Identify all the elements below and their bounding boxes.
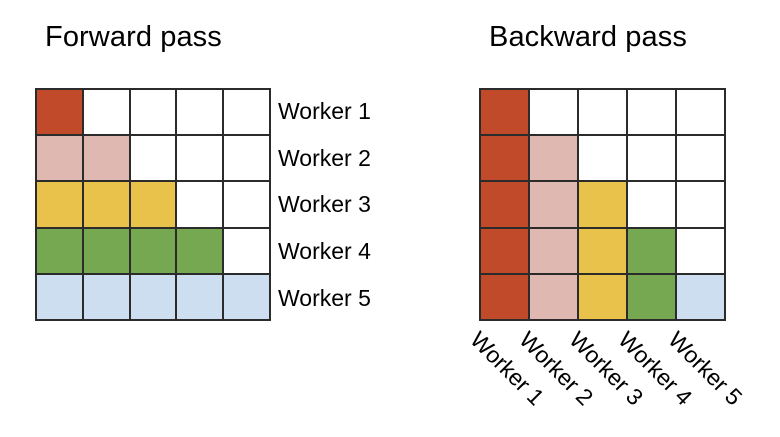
grid-cell <box>481 90 528 135</box>
grid-cell <box>177 274 223 319</box>
grid-cell <box>628 90 675 135</box>
grid-cell <box>579 136 626 181</box>
grid-cell <box>130 136 176 181</box>
grid-cell <box>83 274 129 319</box>
grid-cell <box>677 136 724 181</box>
grid-cell <box>530 228 577 273</box>
row-label-worker-3: Worker 3 <box>278 191 371 218</box>
grid-cell <box>177 90 223 135</box>
grid-cell <box>83 228 129 273</box>
grid-cell <box>530 136 577 181</box>
grid-cell <box>677 90 724 135</box>
row-label-worker-4: Worker 4 <box>278 238 371 265</box>
grid-cell <box>130 228 176 273</box>
grid-cell <box>130 274 176 319</box>
grid-cell <box>37 182 82 227</box>
row-label-worker-1: Worker 1 <box>278 98 371 125</box>
grid-cell <box>530 90 577 135</box>
grid-cell <box>530 274 577 319</box>
grid-cell <box>37 90 82 135</box>
grid-cell <box>481 182 528 227</box>
grid-cell <box>481 228 528 273</box>
grid-cell <box>677 274 724 319</box>
grid-cell <box>177 182 223 227</box>
backward-pass-title: Backward pass <box>489 21 687 53</box>
grid-cell <box>37 228 82 273</box>
backward-pass-grid <box>479 88 726 321</box>
grid-cell <box>83 182 129 227</box>
grid-cell <box>83 136 129 181</box>
grid-cell <box>628 136 675 181</box>
grid-cell <box>224 90 269 135</box>
grid-cell <box>579 182 626 227</box>
forward-pass-title: Forward pass <box>45 21 222 53</box>
grid-cell <box>628 182 675 227</box>
row-label-worker-2: Worker 2 <box>278 144 371 171</box>
grid-cell <box>579 90 626 135</box>
grid-cell <box>481 136 528 181</box>
grid-cell <box>177 228 223 273</box>
forward-pass-grid <box>35 88 271 321</box>
row-label-worker-5: Worker 5 <box>278 284 371 311</box>
grid-cell <box>130 182 176 227</box>
forward-pass-row-labels: Worker 1 Worker 2 Worker 3 Worker 4 Worker 5 <box>278 88 371 321</box>
grid-cell <box>224 136 269 181</box>
grid-cell <box>224 228 269 273</box>
grid-cell <box>83 90 129 135</box>
grid-cell <box>677 182 724 227</box>
grid-cell <box>530 182 577 227</box>
grid-cell <box>628 274 675 319</box>
grid-cell <box>579 274 626 319</box>
grid-cell <box>579 228 626 273</box>
grid-cell <box>628 228 675 273</box>
grid-cell <box>224 182 269 227</box>
grid-cell <box>37 274 82 319</box>
grid-cell <box>677 228 724 273</box>
grid-cell <box>37 136 82 181</box>
grid-cell <box>177 136 223 181</box>
grid-cell <box>481 274 528 319</box>
grid-cell <box>130 90 176 135</box>
grid-cell <box>224 274 269 319</box>
